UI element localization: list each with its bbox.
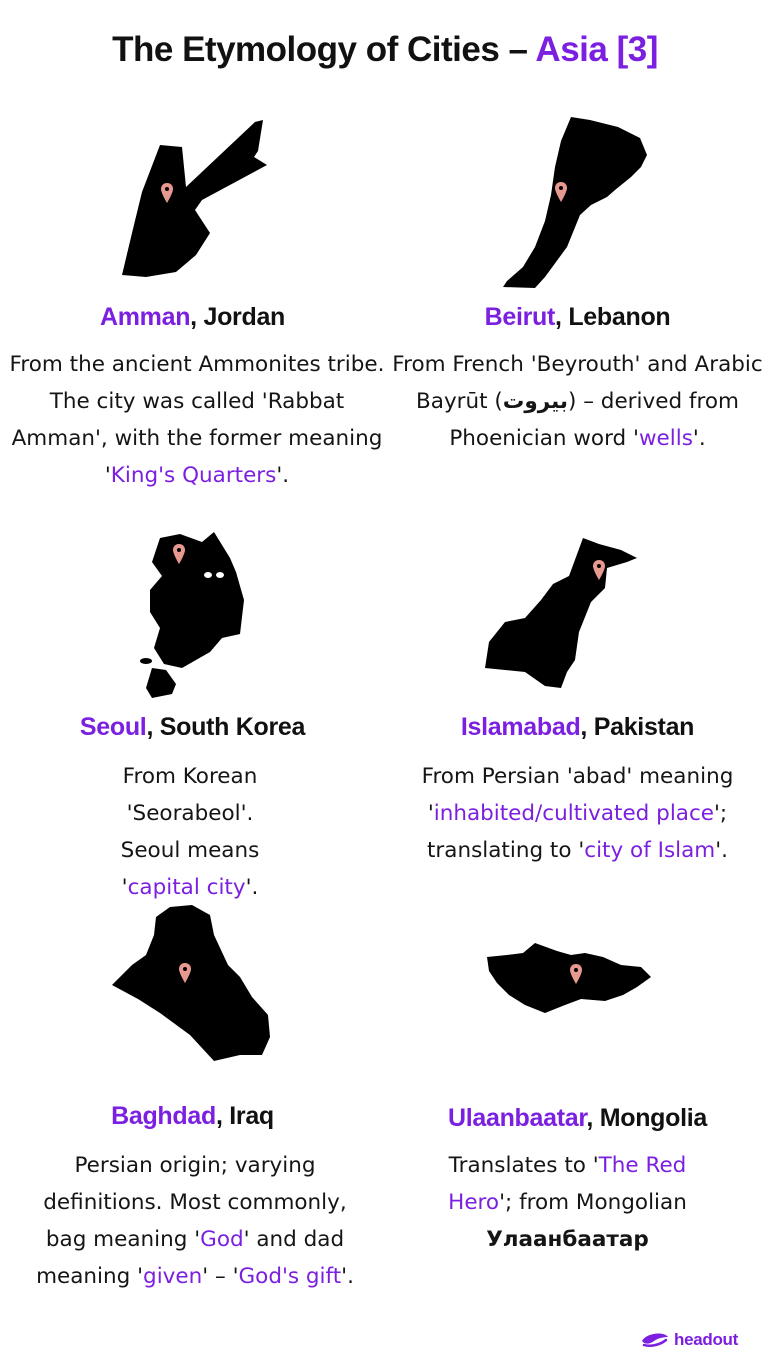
city-name: Baghdad: [111, 1102, 216, 1130]
highlighted-term: city of Islam: [584, 838, 716, 863]
city-heading: Seoul, South Korea: [0, 713, 385, 742]
description-text: Persian origin; varying definitions. Mos…: [43, 1153, 347, 1252]
country-name: , Pakistan: [580, 713, 695, 741]
iraq-map-icon: [112, 905, 270, 1061]
highlighted-term: inhabited/cultivated place: [433, 801, 715, 826]
city-description: Persian origin; varying definitions. Mos…: [20, 1147, 370, 1295]
description-text: From Korean 'Seorabeol'. Seoul means ': [120, 764, 260, 900]
description-text: ' and dad meaning ': [36, 1227, 345, 1289]
description-text: ) – derived from Phoenician word ': [449, 389, 739, 451]
city-description: From Korean 'Seorabeol'. Seoul means 'ca…: [95, 758, 285, 906]
pakistan-map-icon: [485, 538, 637, 688]
city-name: Seoul: [79, 713, 147, 741]
city-name: Amman: [99, 303, 191, 331]
description-text: From French 'Beyrouth' and Arabic Bayrūt…: [392, 352, 763, 414]
description-text: '.: [715, 838, 728, 863]
title-accent: Asia [3]: [535, 30, 658, 69]
logo-text: headout: [674, 1330, 739, 1349]
jordan-map-icon: [122, 120, 267, 277]
page-title: The Etymology of Cities – Asia [3]: [0, 30, 770, 70]
country-name: , Iraq: [215, 1102, 274, 1130]
native-script-term: Улаанбаатар: [486, 1227, 649, 1252]
highlighted-term: wells: [638, 426, 693, 451]
mongolia-map-icon: [487, 943, 651, 1013]
city-card-baghdad: Baghdad, Iraq Persian origin; varying de…: [0, 895, 385, 1305]
south-korea-map-icon: [140, 532, 244, 698]
city-heading: Beirut, Lebanon: [385, 303, 770, 332]
title-main: The Etymology of Cities –: [112, 30, 536, 69]
country-name: , South Korea: [146, 713, 306, 741]
description-text: '.: [341, 1264, 354, 1289]
native-script-term: بيروت: [502, 389, 568, 414]
country-name: , Mongolia: [586, 1104, 708, 1132]
headout-logo: headout: [640, 1326, 750, 1354]
city-description: Translates to 'The Red Hero'; from Mongo…: [425, 1147, 710, 1258]
city-heading: Baghdad, Iraq: [0, 1102, 385, 1131]
city-card-beirut: Beirut, Lebanon From French 'Beyrouth' a…: [385, 105, 770, 505]
description-text: ' – ': [202, 1264, 239, 1289]
description-text: '.: [245, 875, 259, 900]
headout-logo-icon: [642, 1333, 668, 1348]
lebanon-map-icon: [503, 117, 647, 288]
city-name: Islamabad: [460, 713, 581, 741]
highlighted-term: God: [200, 1227, 244, 1252]
city-description: From the ancient Ammonites tribe. The ci…: [8, 346, 386, 494]
city-name: Beirut: [484, 303, 556, 331]
highlighted-term: capital city: [127, 875, 246, 900]
description-text: Translates to ': [448, 1153, 599, 1178]
city-name: Ulaanbaatar: [447, 1104, 587, 1132]
city-heading: Islamabad, Pakistan: [385, 713, 770, 742]
description-text: '; translating to ': [427, 801, 728, 863]
description-text: From the ancient Ammonites tribe. The ci…: [9, 352, 385, 488]
description-text: '.: [276, 463, 290, 488]
country-name: , Lebanon: [555, 303, 671, 331]
city-description: From Persian 'abad' meaning 'inhabited/c…: [385, 758, 770, 869]
city-card-amman: Amman, Jordan From the ancient Ammonites…: [0, 105, 385, 505]
city-description: From French 'Beyrouth' and Arabic Bayrūt…: [385, 346, 770, 457]
highlighted-term: King's Quarters: [110, 463, 277, 488]
city-heading: Amman, Jordan: [0, 303, 385, 332]
description-text: '.: [692, 426, 706, 451]
description-text: '; from Mongolian: [499, 1190, 687, 1215]
city-card-ulaanbaatar: Ulaanbaatar, Mongolia Translates to 'The…: [385, 895, 770, 1305]
highlighted-term: God's gift: [238, 1264, 342, 1289]
city-heading: Ulaanbaatar, Mongolia: [385, 1104, 770, 1133]
highlighted-term: given: [143, 1264, 203, 1289]
city-card-islamabad: Islamabad, Pakistan From Persian 'abad' …: [385, 520, 770, 880]
country-name: , Jordan: [190, 303, 286, 331]
description-text: From Persian 'abad' meaning ': [421, 764, 734, 826]
city-card-seoul: Seoul, South Korea From Korean 'Seorabeo…: [0, 520, 385, 900]
highlighted-term: The Red Hero: [448, 1153, 687, 1215]
